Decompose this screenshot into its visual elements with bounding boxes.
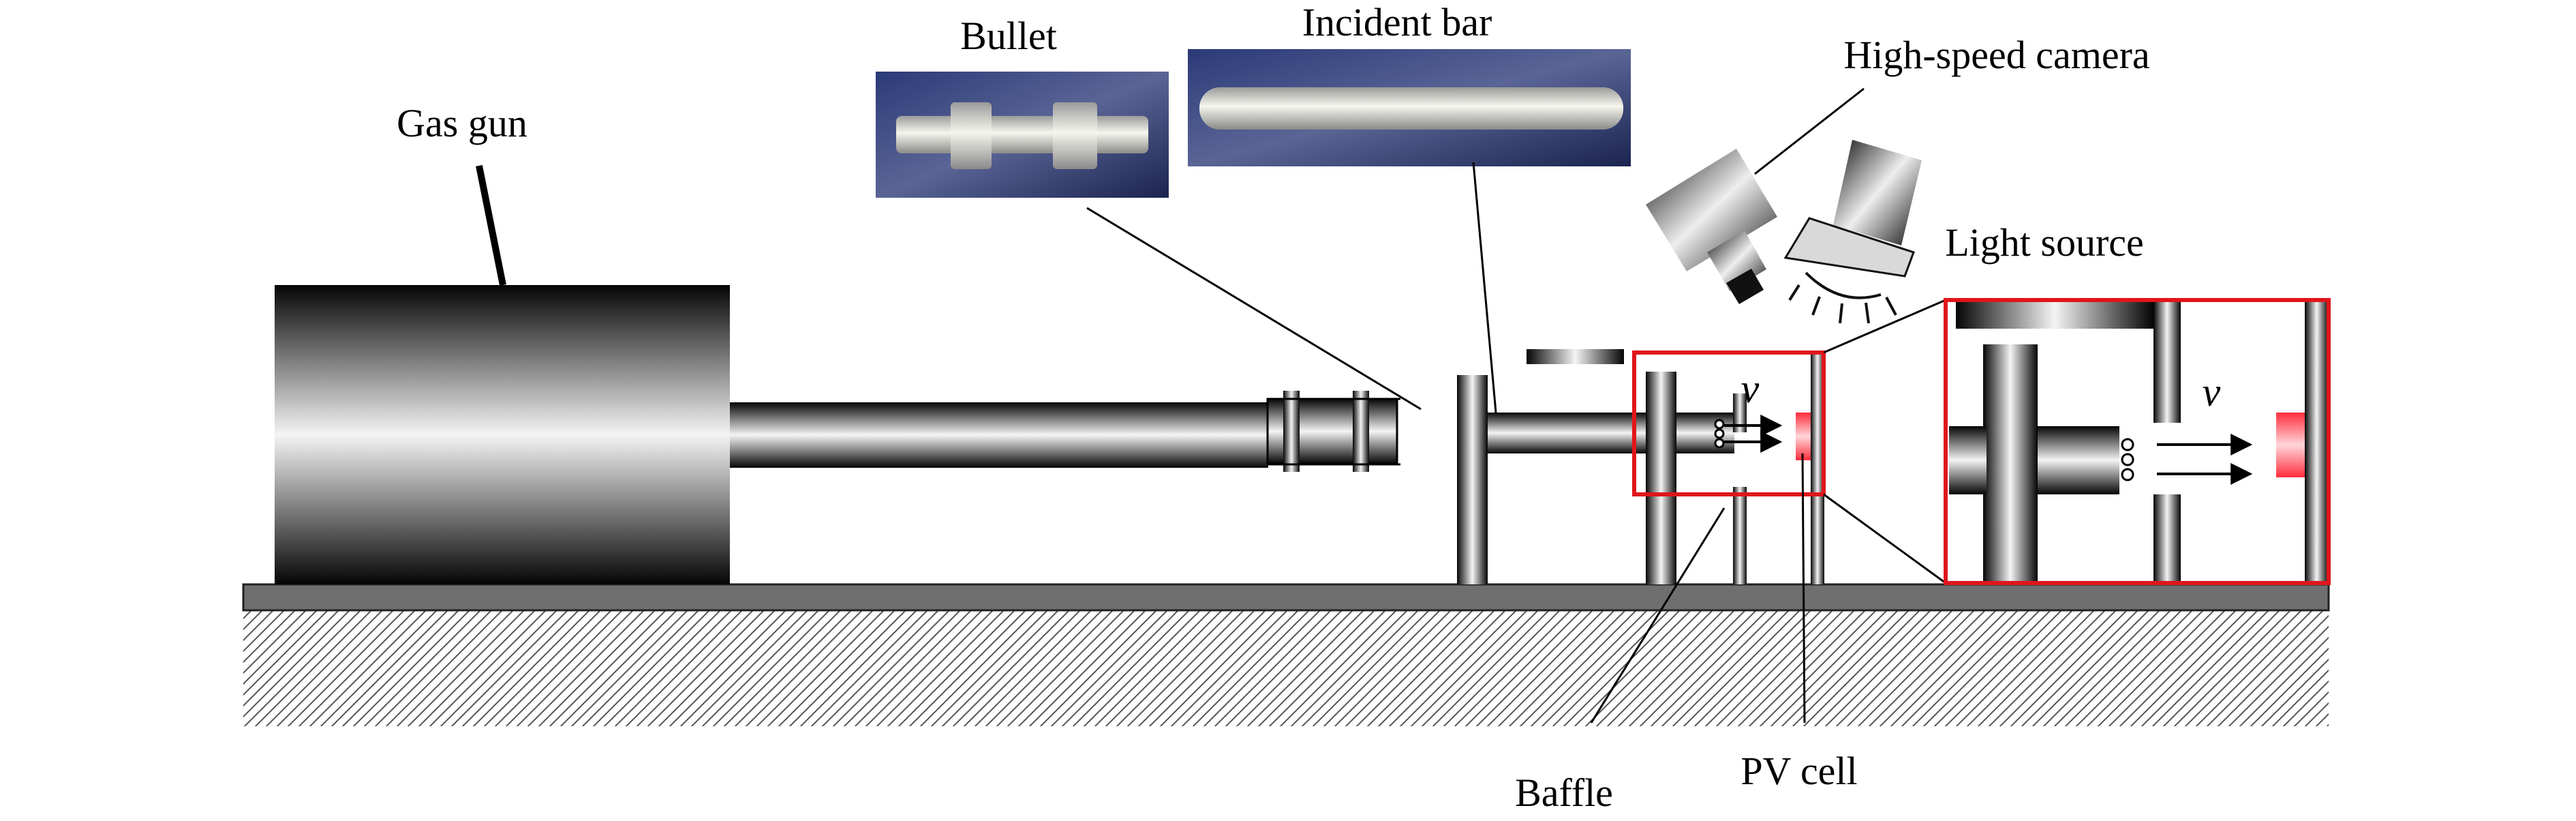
zoom-baffle-upper [2153,300,2181,423]
ground-hatch [243,610,2329,726]
baffle-leader [1590,507,1726,723]
bullet-collar-1 [1283,391,1300,472]
zoom-line [1823,299,1946,354]
gas-gun-body [275,285,730,584]
baffle-upper [1733,393,1747,432]
bullet-collar-2 [1353,391,1369,472]
baffle-label: Baffle [1515,771,1613,815]
baffle-lower [1733,487,1747,584]
bullet-label: Bullet [960,14,1057,58]
zoom-particle [2121,453,2134,466]
bullet-leader [1086,207,1422,411]
particle [1714,428,1725,439]
zoom-velocity-label: v [2203,370,2221,415]
zoom-inset-border [1944,298,2331,585]
camera-leader [1754,87,1865,175]
gas-gun-leader [476,165,506,286]
incident-bar-label: Incident bar [1302,0,1492,44]
zoom-flange [1983,344,2038,583]
incident-bar-flange [1646,372,1676,584]
zoom-particle [2121,468,2134,481]
zoom-top-plate [1956,300,2153,329]
top-plate [1527,349,1624,364]
camera-label: High-speed camera [1843,33,2149,77]
particle [1714,419,1725,430]
zoom-line [1823,493,1946,584]
velocity-label: v [1741,366,1760,411]
incident-bar-leader [1472,162,1497,413]
camera-icon [1646,149,1777,304]
particle [1714,438,1725,449]
highlight-box [1632,350,1826,496]
zoom-pv-cell [2276,413,2305,477]
incident-bar-photo-rod [1199,87,1623,130]
zoom-pv-backplate [2305,300,2329,583]
zoom-rod-left [1949,426,1987,494]
gas-gun-label: Gas gun [397,101,527,145]
zoom-baffle-lower [2153,494,2181,583]
zoom-rod [2038,426,2119,494]
light-source-label: Light source [1945,220,2144,265]
pv-cell [1796,413,1811,460]
ground-plate [242,583,2330,612]
light-source-icon [1783,140,1922,324]
bullet-photo-collar [1053,102,1097,169]
support-1 [1457,375,1488,584]
pv-backplate [1811,351,1824,584]
bullet-photo-body [896,116,1148,153]
zoom-particle [2121,438,2134,451]
bullet-photo-collar [951,102,992,169]
gun-barrel [730,402,1268,468]
pv-cell-label: PV cell [1741,749,1857,793]
pv-cell-leader [1801,453,1806,723]
